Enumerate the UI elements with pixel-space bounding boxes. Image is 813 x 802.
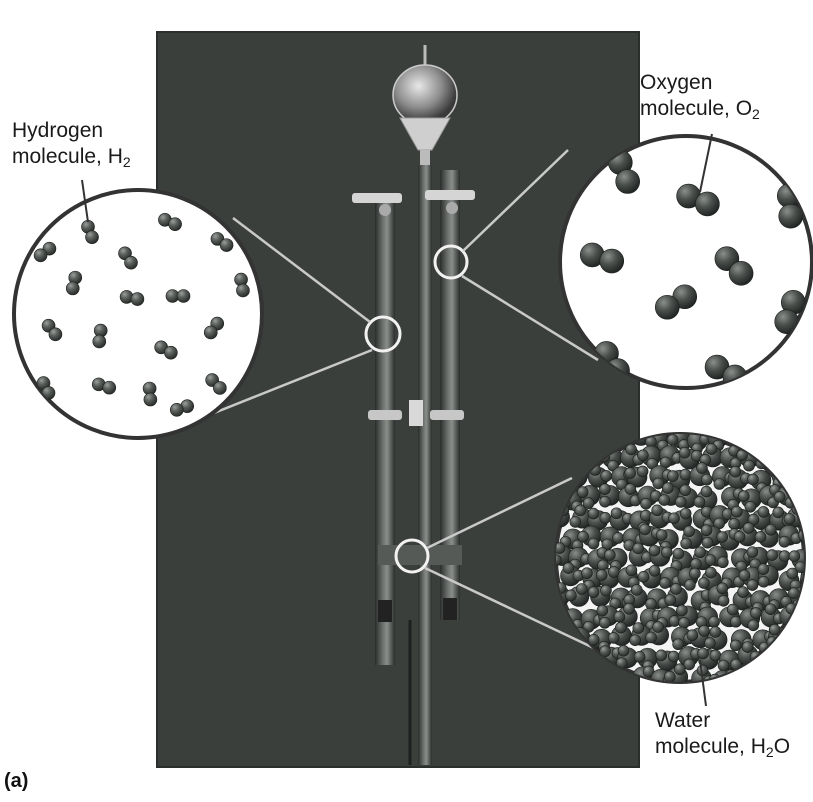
water-molecule <box>784 462 807 485</box>
water-label-sub: 2 <box>766 744 774 760</box>
panel-label: (a) <box>4 770 28 793</box>
water-molecule <box>803 645 813 668</box>
hydrogen-zoom-circle-icon <box>14 190 262 438</box>
water-molecule <box>779 448 800 472</box>
water-molecule <box>803 449 813 473</box>
water-molecule <box>797 484 813 505</box>
oxygen-label-line1: Oxygen <box>640 70 760 96</box>
water-molecule <box>748 427 771 450</box>
water-label: Water molecule, H2O <box>655 708 790 760</box>
water-label-line1: Water <box>655 708 790 734</box>
oxygen-label-sub: 2 <box>752 106 760 122</box>
oxygen-label: Oxygen molecule, O2 <box>640 70 760 122</box>
water-molecule <box>796 605 813 628</box>
hydrogen-label-sub: 2 <box>123 154 131 170</box>
water-molecule <box>775 646 797 669</box>
water-molecule <box>791 665 813 688</box>
water-molecule <box>762 649 785 672</box>
water-molecule <box>769 428 792 451</box>
water-label-line2-post: O <box>774 735 790 758</box>
water-molecule <box>787 427 810 449</box>
hydrogen-label: Hydrogen molecule, H2 <box>12 118 131 170</box>
water-molecule <box>750 664 772 687</box>
hydrogen-label-line1: Hydrogen <box>12 118 131 144</box>
water-molecule <box>768 667 791 690</box>
water-label-line2-pre: molecule, H <box>655 735 766 758</box>
oxygen-zoom-circle-icon <box>560 136 812 389</box>
hydrogen-label-line2: molecule, H <box>12 145 123 168</box>
water-molecule <box>792 628 813 652</box>
oxygen-label-line2: molecule, O <box>640 97 752 120</box>
